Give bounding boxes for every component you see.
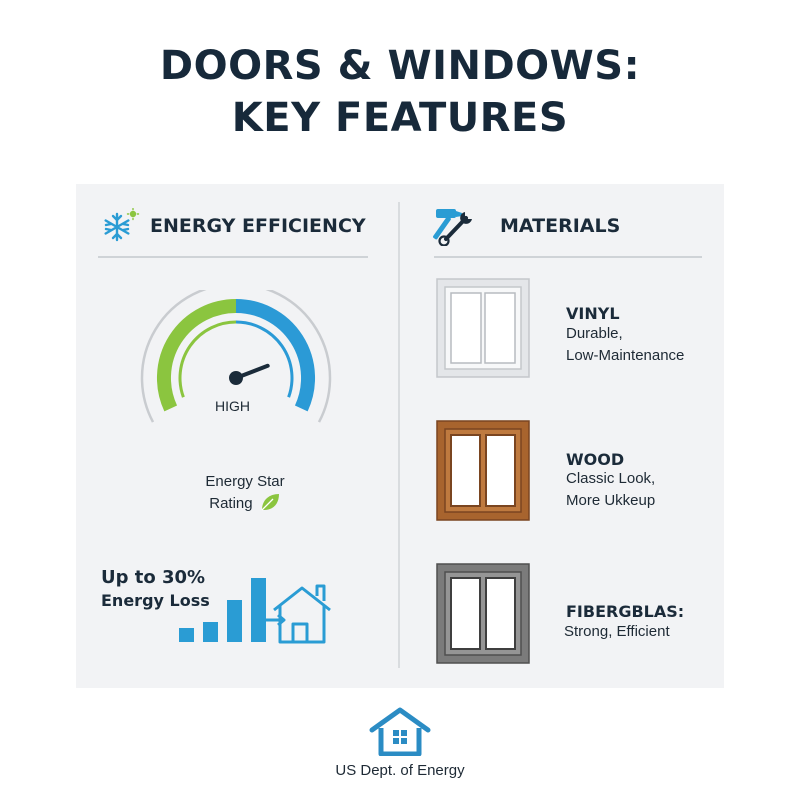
vinyl-desc-line-2: Low-Maintenance [566, 347, 685, 364]
material-name-vinyl: VINYL [566, 304, 620, 323]
material-name-wood: WOOD [566, 450, 625, 469]
fiberglass-desc-line-1: Strong, Efficient [564, 623, 670, 640]
wood-window-icon [436, 420, 530, 521]
snowflake-sun-icon [104, 208, 140, 242]
loss-bar-4 [251, 578, 266, 642]
leaf-icon [261, 494, 279, 511]
features-panel [76, 184, 724, 688]
energy-loss-line-1: Up to 30% [101, 567, 206, 588]
materials-header: MATERIALS [432, 206, 620, 246]
gauge-hub [229, 371, 243, 385]
gauge-high-arc [235, 299, 315, 412]
material-name-fiberglass: FIBERGBLAS: [566, 602, 685, 621]
energy-efficiency-title: ENERGY EFFICIENCY [150, 215, 366, 237]
wood-desc-line-1: Classic Look, [566, 470, 656, 487]
energy-loss-callout: Up to 30% Energy Loss [101, 566, 210, 612]
fiberglass-window-icon [436, 563, 530, 664]
gauge-low-inner-arc [178, 320, 237, 398]
energy-header-rule [98, 256, 368, 258]
title-line-2: KEY FEATURES [231, 95, 569, 141]
material-desc-fiberglass: Strong, Efficient [564, 621, 670, 643]
material-desc-wood: Classic Look, More Ukkeup [566, 468, 655, 512]
wood-desc-line-2: More Ukkeup [566, 492, 656, 509]
rating-line-1: Energy Star [205, 473, 285, 490]
energy-efficiency-header: ENERGY EFFICIENCY [100, 208, 366, 244]
gauge-low-arc [157, 299, 237, 412]
rating-line-2: Rating [209, 495, 253, 512]
house-logo-icon [369, 707, 431, 756]
vinyl-window-icon [436, 278, 530, 378]
gauge-label: HIGH [215, 398, 250, 414]
loss-bar-3 [227, 600, 242, 642]
hammer-wrench-icon [433, 209, 472, 246]
energy-loss-graphic [179, 578, 331, 644]
materials-header-rule [434, 256, 702, 258]
materials-title: MATERIALS [500, 215, 621, 237]
loss-bar-2 [203, 622, 218, 642]
footer-source: US Dept. of Energy [335, 762, 465, 779]
loss-bar-1 [179, 628, 194, 642]
gauge-track [140, 290, 332, 423]
energy-loss-line-2: Energy Loss [101, 591, 210, 610]
column-divider [398, 202, 400, 668]
gauge-high-inner-arc [235, 320, 294, 398]
vinyl-desc-line-1: Durable, [566, 325, 623, 342]
efficiency-gauge [140, 290, 332, 423]
page-title: DOORS & WINDOWS: KEY FEATURES [0, 40, 800, 144]
rating-line-2-wrap: Rating [175, 492, 315, 514]
title-line-1: DOORS & WINDOWS: [159, 43, 641, 89]
house-heat-icon [262, 584, 331, 644]
material-desc-vinyl: Durable, Low-Maintenance [566, 323, 684, 367]
energy-star-rating: Energy Star Rating [175, 471, 315, 514]
